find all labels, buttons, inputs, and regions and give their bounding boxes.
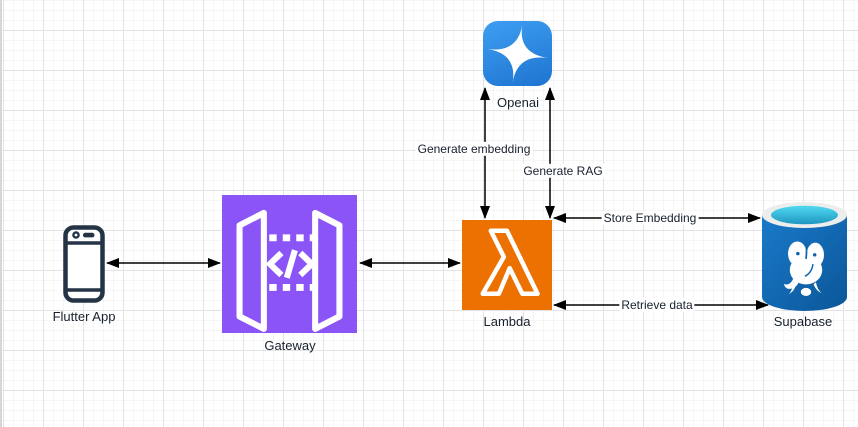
api-gateway-icon [236,209,343,332]
speaker-bar-icon [83,232,95,238]
aws-lambda-icon [480,228,540,297]
node-label-openai: Openai [497,95,539,111]
edge-label-generate-rag[interactable]: Generate RAG [521,163,605,179]
node-label-lambda: Lambda [483,314,531,330]
postgres-elephant-icon [783,241,824,296]
edge-label-generate-embedding[interactable]: Generate embedding [415,141,533,157]
node-supabase[interactable] [762,202,847,312]
node-label-flutter-app: Flutter App [52,309,116,325]
postgresql-database-icon [762,202,847,311]
node-label-supabase: Supabase [773,314,833,330]
node-openai[interactable] [483,21,552,86]
smartphone-icon [63,225,105,303]
openai-sparkle-icon [486,24,549,83]
node-lambda[interactable] [462,220,552,310]
code-slash-icon [283,249,298,279]
code-bracket-right-icon [298,250,317,278]
node-flutter-app[interactable] [63,225,105,303]
edge-label-store-embedding[interactable]: Store Embedding [601,210,699,226]
cylinder-top [771,205,838,225]
node-gateway[interactable] [222,195,357,333]
code-bracket-left-icon [265,250,284,278]
camera-dot-icon [72,231,80,239]
node-label-gateway: Gateway [264,338,316,354]
canvas-left-border [0,0,2,427]
edge-label-retrieve-data[interactable]: Retrieve data [619,297,695,313]
